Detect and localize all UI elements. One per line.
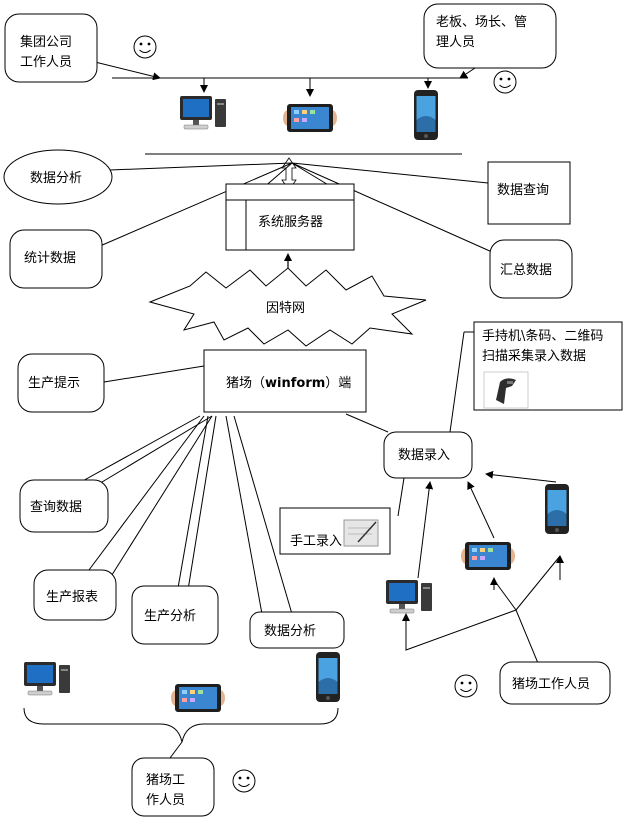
group-brace [23, 707, 339, 743]
desktop-computer-icon [23, 661, 71, 696]
internet-cloud: 因特网 [148, 267, 427, 347]
smartphone-icon [545, 484, 569, 534]
farm-staff-fan [405, 555, 561, 669]
svg-text:猪场工作人员: 猪场工作人员 [512, 677, 590, 692]
smiley-icon [493, 70, 517, 94]
svg-text:数据查询: 数据查询 [497, 183, 549, 198]
callout-data-entry: 数据录入 [383, 431, 473, 479]
svg-text:老板、场长、管: 老板、场长、管 [436, 15, 527, 30]
svg-text:集团公司: 集团公司 [20, 34, 72, 50]
stylus-pad-icon [343, 519, 379, 547]
smartphone-icon [316, 652, 340, 702]
callout-production-hint: 生产提示 [17, 353, 105, 413]
tablet-icon [171, 684, 225, 712]
callout-data-analysis-bottom: 数据分析 [249, 611, 345, 649]
svg-text:数据分析: 数据分析 [30, 171, 82, 186]
callout-farm-staff-bottom: 猪场工 作人员 [131, 757, 215, 817]
desktop-to-entry-arrow [417, 481, 434, 579]
svg-text:理人员: 理人员 [436, 35, 475, 50]
svg-text:作人员: 作人员 [146, 793, 185, 808]
svg-text:生产报表: 生产报表 [46, 590, 98, 605]
barcode-scanner-icon [483, 371, 529, 409]
tablet-icon [461, 542, 515, 570]
callout-boss: 老板、场长、管 理人员 [423, 3, 557, 69]
svg-text:系统服务器: 系统服务器 [258, 214, 323, 230]
svg-text:猪场工: 猪场工 [146, 773, 185, 788]
brace-connector [169, 741, 183, 759]
svg-text:查询数据: 查询数据 [30, 500, 82, 515]
group-staff-connector [94, 61, 161, 81]
callout-summary-data: 汇总数据 [489, 239, 573, 299]
system-server-box: 系统服务器 [225, 183, 355, 251]
callout-data-analysis-top: 数据分析 [3, 149, 113, 205]
scanner-connector [449, 331, 465, 433]
phone-to-entry-arrow [485, 470, 557, 483]
svg-text:汇总数据: 汇总数据 [500, 263, 552, 278]
callout-production-report: 生产报表 [33, 569, 117, 621]
callout-farm-staff-right: 猪场工作人员 [499, 661, 611, 705]
smiley-icon [133, 35, 157, 59]
smartphone-icon [414, 90, 438, 140]
callout-data-query: 数据查询 [487, 161, 571, 225]
scanner-info-box: 手持机\条码、二维码 扫描采集录入数据 [473, 321, 623, 411]
svg-text:生产提示: 生产提示 [28, 375, 80, 391]
svg-text:扫描采集录入数据: 扫描采集录入数据 [482, 348, 586, 364]
svg-text:手持机\条码、二维码: 手持机\条码、二维码 [482, 328, 603, 344]
callout-group-staff: 集团公司 工作人员 [4, 13, 98, 83]
svg-text:工作人员: 工作人员 [20, 55, 72, 70]
desktop-computer-icon [179, 95, 227, 130]
manual-entry-box: 手工录入 [279, 507, 391, 555]
analysis-fan-lines [99, 162, 493, 253]
manual-entry-connector [397, 477, 405, 517]
svg-text:生产分析: 生产分析 [144, 609, 196, 624]
svg-text:数据分析: 数据分析 [264, 624, 316, 639]
tablet-to-entry-arrow [467, 481, 495, 539]
svg-text:手工录入: 手工录入 [290, 534, 342, 549]
hint-connector [103, 365, 205, 383]
farm-fan-lines [69, 413, 389, 615]
desktop-computer-icon [385, 579, 433, 614]
svg-text:猪场（winform）端: 猪场（winform）端 [226, 376, 351, 391]
smiley-icon [232, 769, 256, 793]
farm-winform-client-box: 猪场（winform）端 [203, 349, 367, 413]
callout-production-analysis: 生产分析 [131, 585, 219, 645]
svg-text:数据录入: 数据录入 [398, 448, 450, 463]
svg-text:因特网: 因特网 [266, 301, 305, 316]
tablet-icon [283, 104, 337, 132]
callout-query-data: 查询数据 [19, 479, 109, 533]
callout-stats-data: 统计数据 [9, 229, 103, 289]
smiley-icon [454, 674, 478, 698]
svg-text:统计数据: 统计数据 [24, 251, 76, 266]
